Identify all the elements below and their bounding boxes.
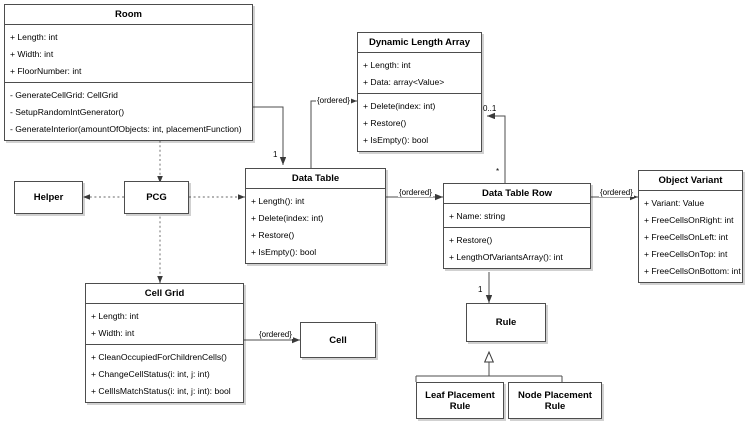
class-member: + CellIsMatchStatus(i: int, j: int): boo…	[91, 385, 231, 396]
class-title-node-placement-rule: Node Placement Rule	[509, 383, 601, 418]
class-member: + IsEmpty(): bool	[251, 246, 317, 257]
class-methods-data-table: + Length(): int + Delete(index: int) + R…	[246, 188, 385, 263]
class-title-helper: Helper	[33, 192, 64, 203]
edge-label-ordered-datatablerow: {ordered}	[398, 188, 433, 197]
class-attributes-data-table-row: + Name: string	[444, 203, 590, 227]
multiplicity-datatablerow-rule: 1	[478, 285, 483, 294]
class-attributes-room: + Length: int + Width: int + FloorNumber…	[5, 24, 252, 82]
class-member: + FreeCellsOnTop: int	[644, 248, 728, 259]
class-member: + Restore()	[363, 117, 407, 128]
class-box-cell[interactable]: Cell	[300, 322, 376, 358]
class-member: + IsEmpty(): bool	[363, 134, 429, 145]
class-title-line: Leaf Placement	[425, 389, 495, 401]
class-box-helper[interactable]: Helper	[14, 181, 83, 214]
class-box-object-variant[interactable]: Object Variant + Variant: Value + FreeCe…	[638, 170, 743, 283]
edge-datatable-to-dla	[310, 97, 357, 168]
class-title-leaf-placement-rule: Leaf Placement Rule	[417, 383, 503, 418]
class-title-cell-grid: Cell Grid	[144, 288, 185, 299]
class-title-line: Node Placement	[518, 389, 592, 401]
class-title-room: Room	[115, 9, 142, 20]
class-member: + Length: int	[91, 310, 139, 321]
class-box-data-table-row[interactable]: Data Table Row + Name: string + Restore(…	[443, 183, 591, 269]
class-methods-dynamic-length-array: + Delete(index: int) + Restore() + IsEmp…	[358, 93, 481, 151]
class-member: + FreeCellsOnRight: int	[644, 214, 734, 225]
edge-label-ordered-cell: {ordered}	[258, 330, 293, 339]
class-title-object-variant: Object Variant	[658, 175, 723, 186]
class-member: + Length(): int	[251, 195, 305, 206]
class-member: + Data: array<Value>	[363, 76, 445, 87]
class-member: + Restore()	[251, 229, 295, 240]
class-member: + FloorNumber: int	[10, 65, 82, 76]
class-title-dynamic-length-array: Dynamic Length Array	[368, 37, 470, 48]
multiplicity-dla-datatablerow: 0..1	[483, 104, 497, 113]
class-methods-room: - GenerateCellGrid: CellGrid - SetupRand…	[5, 82, 252, 140]
class-member: - GenerateInterior(amountOfObjects: int,…	[10, 123, 242, 134]
class-attributes-dynamic-length-array: + Length: int + Data: array<Value>	[358, 52, 481, 93]
class-member: + Delete(index: int)	[251, 212, 324, 223]
multiplicity-datatablerow-star: *	[496, 167, 500, 176]
class-member: - SetupRandomIntGenerator()	[10, 106, 125, 117]
edge-label-ordered-dla: {ordered}	[316, 96, 351, 105]
class-member: + CleanOccupiedForChildrenCells()	[91, 351, 227, 362]
class-member: + ChangeCellStatus(i: int, j: int)	[91, 368, 210, 379]
class-methods-data-table-row: + Restore() + LengthOfVariantsArray(): i…	[444, 227, 590, 268]
edge-dla-to-datatablerow	[487, 112, 506, 192]
class-box-leaf-placement-rule[interactable]: Leaf Placement Rule	[416, 382, 504, 419]
class-box-rule[interactable]: Rule	[466, 303, 546, 342]
class-member: + Length: int	[10, 31, 58, 42]
class-title-line: Rule	[544, 400, 566, 412]
class-member: - GenerateCellGrid: CellGrid	[10, 89, 118, 100]
class-member: + Delete(index: int)	[363, 100, 436, 111]
class-title-line: Rule	[449, 400, 471, 412]
class-member: + Variant: Value	[644, 197, 705, 208]
class-box-data-table[interactable]: Data Table + Length(): int + Delete(inde…	[245, 168, 386, 264]
class-member: + Length: int	[363, 59, 411, 70]
class-box-cell-grid[interactable]: Cell Grid + Length: int + Width: int + C…	[85, 283, 244, 403]
class-title-cell: Cell	[329, 334, 347, 346]
class-member: + FreeCellsOnBottom: int	[644, 265, 741, 276]
class-title-data-table: Data Table	[291, 173, 340, 184]
class-member: + Width: int	[91, 327, 135, 338]
class-member: + Restore()	[449, 234, 493, 245]
class-attributes-object-variant: + Variant: Value + FreeCellsOnRight: int…	[639, 190, 742, 282]
class-member: + Width: int	[10, 48, 54, 59]
class-member: + FreeCellsOnLeft: int	[644, 231, 728, 242]
class-box-dynamic-length-array[interactable]: Dynamic Length Array + Length: int + Dat…	[357, 32, 482, 152]
class-box-room[interactable]: Room + Length: int + Width: int + FloorN…	[4, 4, 253, 141]
class-attributes-cell-grid: + Length: int + Width: int	[86, 303, 243, 344]
edge-label-ordered-objectvariant: {ordered}	[599, 188, 634, 197]
class-member: + LengthOfVariantsArray(): int	[449, 251, 563, 262]
class-title-rule: Rule	[495, 317, 517, 328]
multiplicity-room-datatable: 1	[273, 150, 278, 159]
class-box-node-placement-rule[interactable]: Node Placement Rule	[508, 382, 602, 419]
class-box-pcg[interactable]: PCG	[124, 181, 189, 214]
class-title-pcg: PCG	[146, 192, 167, 203]
class-methods-cell-grid: + CleanOccupiedForChildrenCells() + Chan…	[86, 344, 243, 402]
class-title-data-table-row: Data Table Row	[481, 188, 553, 199]
edge-room-to-datatable	[253, 106, 287, 165]
class-member: + Name: string	[449, 210, 506, 221]
